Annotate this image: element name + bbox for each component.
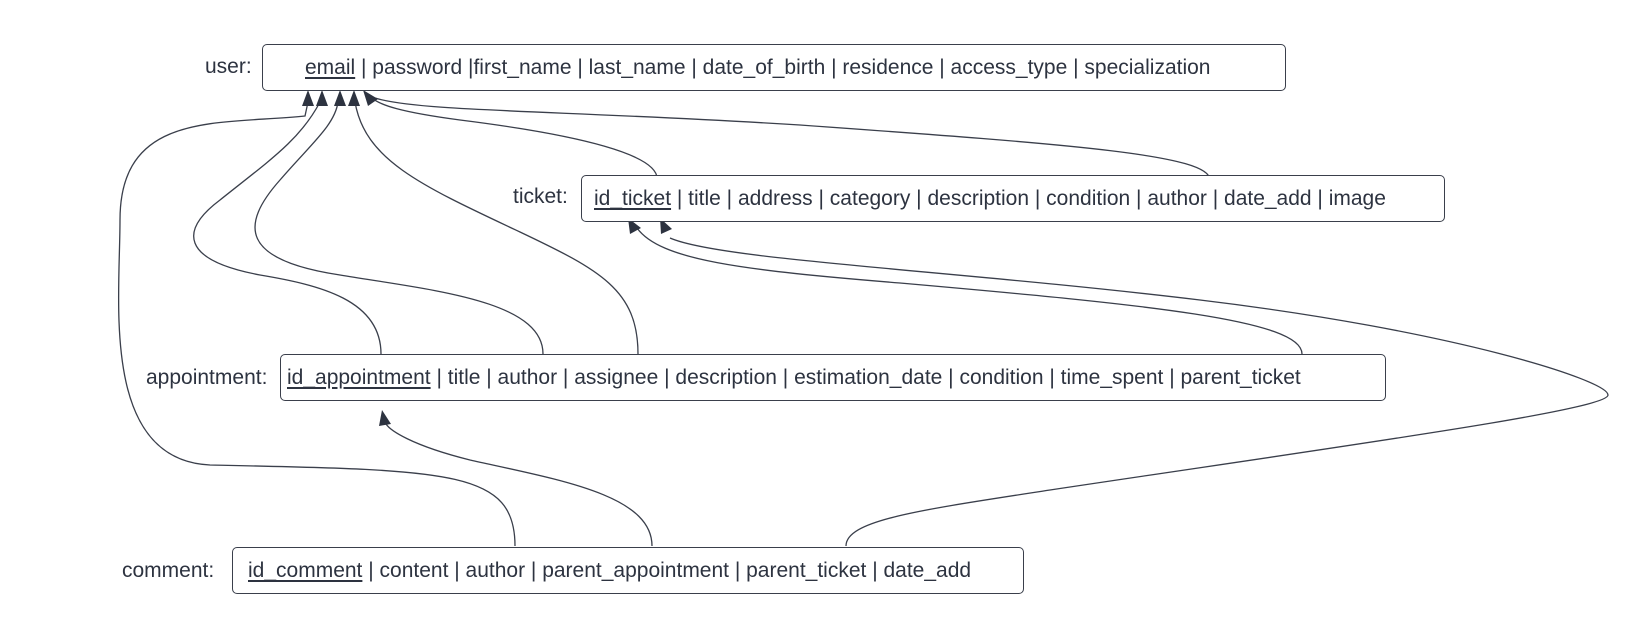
relation-appointment-id-to-user [193, 101, 382, 355]
ticket-table-label: ticket: [513, 185, 568, 208]
arrow-head-icon [660, 218, 672, 234]
relation-appointment-parent-ticket-to-ticket [636, 227, 1303, 355]
ticket-primary-key: id_ticket [594, 186, 672, 210]
relation-comment-parent-appointment-to-appointment [385, 423, 653, 547]
arrow-head-icon [628, 218, 641, 234]
arrow-head-icon [348, 90, 360, 106]
user-table: email | password |first_name | last_name… [262, 44, 1286, 91]
appointment-table-label: appointment: [146, 366, 268, 389]
comment-fields: | content | author | parent_appointment … [362, 558, 972, 582]
arrow-head-icon [363, 90, 378, 106]
user-fields: | password |first_name | last_name | dat… [355, 55, 1211, 79]
arrow-head-icon [334, 90, 346, 106]
appointment-table: id_appointment | title | author | assign… [280, 354, 1386, 401]
ticket-fields: | title | address | category | descripti… [671, 186, 1386, 210]
comment-table-label: comment: [122, 559, 215, 582]
relation-ticket-id-to-user [371, 97, 658, 181]
relation-ticket-author-to-user [374, 97, 1211, 181]
relation-comment-parent-ticket-to-ticket [669, 237, 1609, 547]
relation-appointment-author-to-user [254, 101, 544, 355]
arrow-head-icon [379, 410, 391, 426]
ticket-table: id_ticket | title | address | category |… [581, 175, 1445, 222]
comment-table: id_comment | content | author | parent_a… [232, 547, 1024, 594]
comment-primary-key: id_comment [248, 558, 363, 582]
arrow-head-icon [316, 90, 328, 106]
user-table-label: user: [205, 55, 252, 78]
appointment-fields: | title | author | assignee | descriptio… [430, 365, 1301, 389]
relation-comment-author-to-user [117, 101, 516, 547]
relation-appointment-assignee-to-user [354, 101, 639, 355]
appointment-primary-key: id_appointment [287, 365, 431, 389]
user-primary-key: email [305, 55, 356, 79]
arrow-head-icon [302, 90, 314, 106]
